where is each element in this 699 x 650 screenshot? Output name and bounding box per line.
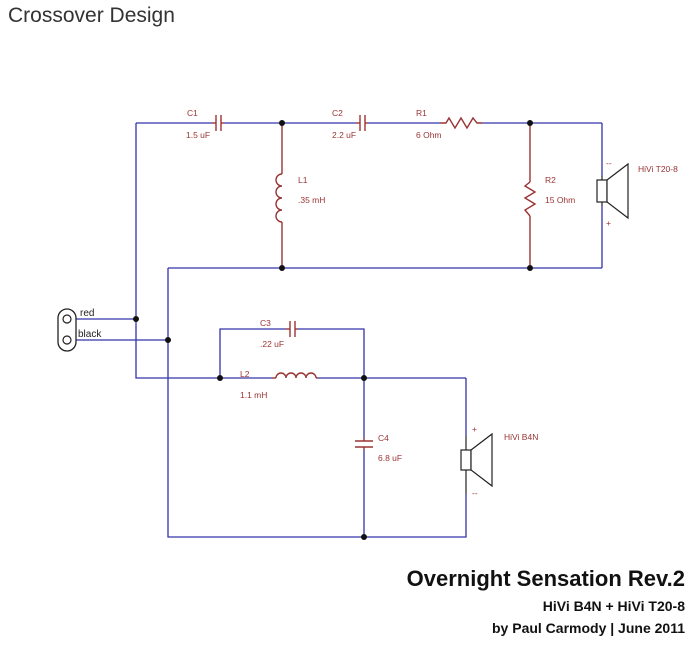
capacitor-c4-symbol [355,438,373,450]
junction-dot [217,375,223,381]
inductor-l1-symbol [275,123,283,268]
wire-c3-in [219,328,286,378]
c4-name-label: C4 [378,433,389,443]
wire-red-left [135,123,220,379]
r1-value-label: 6 Ohm [416,130,442,140]
junction-dot [279,265,285,271]
capacitor-c2-symbol [356,115,368,131]
design-author: by Paul Carmody | June 2011 [492,620,685,636]
l1-value-label: .35 mH [298,195,325,205]
tweeter-minus-label: -- [606,158,612,168]
capacitor-c1-symbol [212,115,224,131]
woofer-plus-label: + [472,424,477,434]
c1-name-label: C1 [187,108,198,118]
wires [66,122,603,538]
l1-name-label: L1 [298,175,308,185]
input-terminal-icon [57,308,77,352]
tweeter-name-label: HiVi T20-8 [638,164,678,174]
junction-dot [165,337,171,343]
woofer-minus-label: -- [472,488,478,498]
junction-dot [361,375,367,381]
c1-value-label: 1.5 uF [186,130,210,140]
inductor-l2-symbol [272,372,318,379]
c3-name-label: C3 [260,318,271,328]
tweeter-plus-label: + [606,218,611,228]
c2-name-label: C2 [332,108,343,118]
junction-dot [133,316,139,322]
junction-dot [361,534,367,540]
c4-value-label: 6.8 uF [378,453,402,463]
l2-name-label: L2 [240,369,250,379]
junction-dots [133,120,533,540]
c2-value-label: 2.2 uF [332,130,356,140]
wire-c3-out [298,328,365,378]
resistor-r1-symbol [440,116,482,130]
page-title: Crossover Design [8,4,175,27]
r2-value-label: 15 Ohm [545,195,575,205]
design-title: Overnight Sensation Rev.2 [406,566,685,591]
junction-dot [279,120,285,126]
l2-value-label: 1.1 mH [240,390,267,400]
r2-name-label: R2 [545,175,556,185]
junction-dot [527,265,533,271]
woofer-name-label: HiVi B4N [504,432,538,442]
resistor-r2-symbol [523,123,537,268]
input-black-label: black [78,329,102,340]
c3-value-label: .22 uF [260,339,284,349]
r1-name-label: R1 [416,108,427,118]
input-red-label: red [80,308,94,319]
wire-black-return [167,268,467,538]
design-drivers: HiVi B4N + HiVi T20-8 [542,598,685,614]
woofer-speaker-icon [460,432,493,494]
tweeter-speaker-icon [596,162,629,220]
capacitor-c3-symbol [286,321,298,337]
junction-dot [527,120,533,126]
